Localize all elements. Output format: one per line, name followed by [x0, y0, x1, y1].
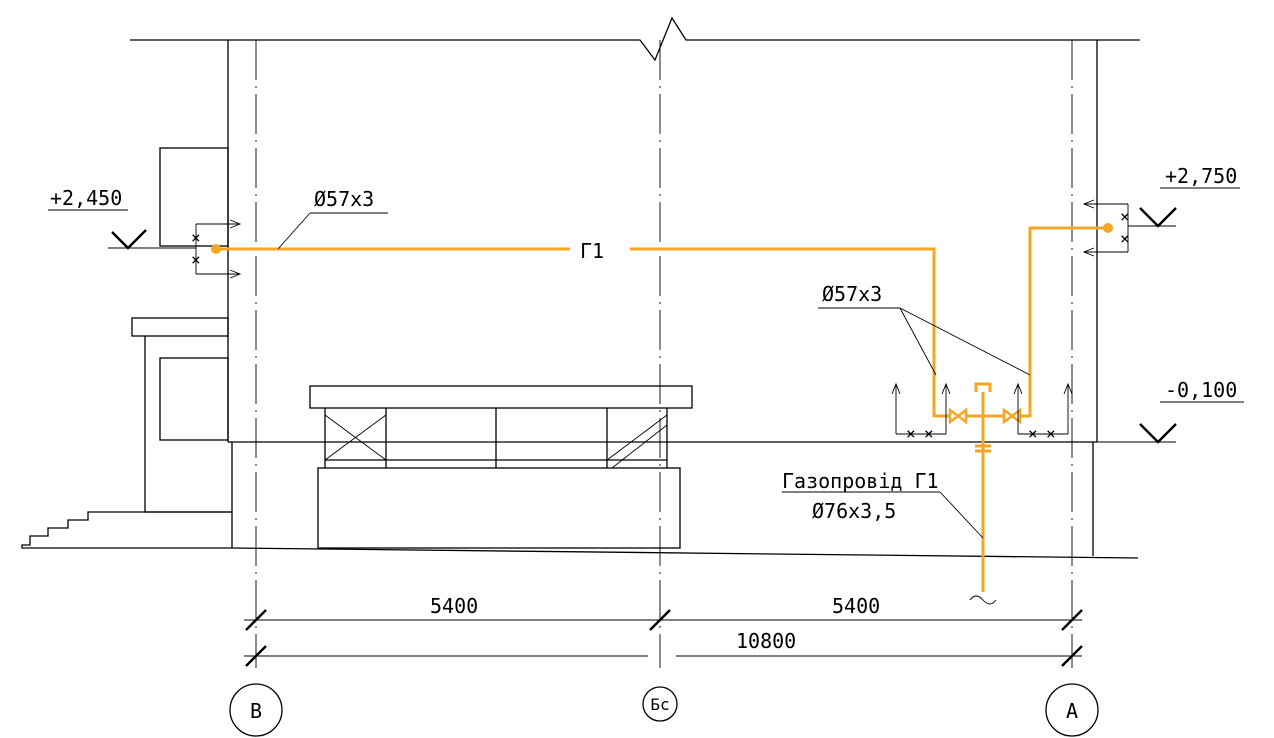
- axis-bubble-middle: Бс: [642, 686, 678, 722]
- pipe-end-left-dot: [211, 244, 221, 254]
- valve-right-icon: [1002, 407, 1022, 425]
- left-annex: [21, 147, 232, 549]
- dimension-total: 10800: [736, 629, 796, 653]
- pipe-end-right-dot: [1103, 223, 1113, 233]
- riser-name: Газопровід Г1: [782, 469, 939, 493]
- building-outline: [130, 16, 1140, 559]
- elevation-right-top-label: +2,750: [1165, 164, 1237, 188]
- elevation-left-label: +2,450: [50, 186, 122, 210]
- pipe-size-top-left: Ø57x3: [314, 187, 374, 211]
- svg-text:×: ×: [906, 424, 916, 443]
- equipment-platform: [309, 385, 693, 549]
- elevation-mark-right-top: +2,750: [1128, 164, 1240, 228]
- dimension-span-right: 5400: [832, 594, 880, 618]
- svg-text:×: ×: [1120, 229, 1130, 248]
- axis-bubble-left: В: [229, 683, 283, 737]
- valve-left-icon: [948, 407, 968, 425]
- svg-text:×: ×: [1046, 424, 1056, 443]
- wall-penetration-left: × ×: [191, 219, 242, 279]
- svg-text:×: ×: [1028, 424, 1038, 443]
- pipe-size-right: Ø57x3: [822, 282, 882, 306]
- dimension-span-left: 5400: [430, 594, 478, 618]
- axis-bubble-right: А: [1045, 683, 1099, 737]
- svg-text:×: ×: [924, 424, 934, 443]
- svg-text:×: ×: [191, 250, 201, 269]
- svg-text:×: ×: [191, 228, 201, 247]
- axis-label-left: В: [250, 699, 262, 723]
- axis-lines: [255, 40, 1073, 668]
- axis-label-middle: Бс: [650, 695, 669, 714]
- pipe-break-mark: [969, 595, 997, 605]
- riser-size: Ø76x3,5: [812, 499, 896, 523]
- wall-penetration-right: × ×: [1082, 199, 1130, 257]
- floor-penetration-left: × ×: [891, 382, 951, 443]
- floor-penetration-right: × ×: [1013, 382, 1073, 443]
- elevation-mark-right-bottom: -0,100: [1097, 378, 1244, 444]
- elevation-mark-left: +2,450: [48, 186, 196, 250]
- dimension-lines: 5400 5400 10800: [244, 594, 1083, 667]
- gas-pipeline: [211, 223, 1113, 592]
- svg-text:×: ×: [1120, 207, 1130, 226]
- pipe-label-top-left: Ø57x3: [277, 187, 388, 250]
- riser-label: Газопровід Г1 Ø76x3,5: [782, 469, 984, 539]
- pipeline-mark-g1: Г1: [580, 239, 604, 263]
- pipe-label-right: Ø57x3: [818, 282, 1031, 376]
- elevation-right-bottom-label: -0,100: [1165, 378, 1237, 402]
- axis-label-right: А: [1066, 699, 1078, 723]
